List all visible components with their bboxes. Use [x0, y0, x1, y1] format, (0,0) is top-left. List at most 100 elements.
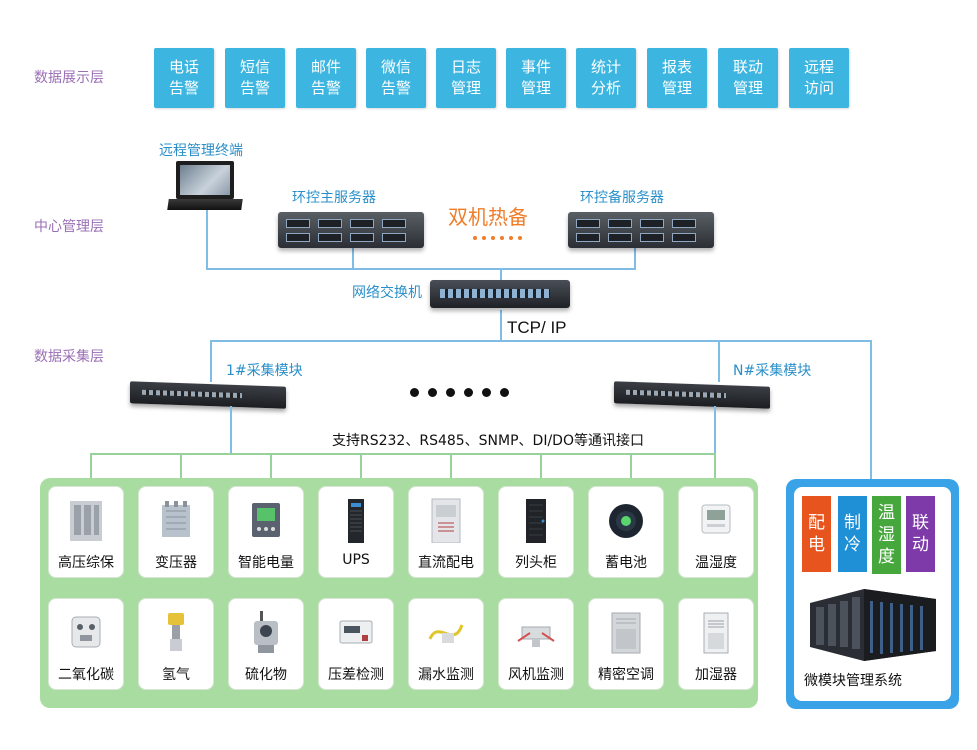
- display-item-7: 报表管理: [647, 48, 707, 108]
- backup-server-icon: [568, 212, 714, 248]
- display-item-line1: 微信: [380, 58, 411, 76]
- display-item-line1: 电话: [168, 58, 199, 76]
- device-tile-2-5: 风机监测: [498, 598, 574, 690]
- display-item-line2: 告警: [310, 79, 341, 97]
- micro-module-box-0: 配电: [802, 496, 831, 572]
- display-item-line2: 分析: [590, 79, 621, 97]
- display-item-line1: 日志: [450, 58, 481, 76]
- display-item-line1: 报表: [661, 58, 692, 76]
- device-label: 直流配电: [418, 555, 474, 571]
- device-tile-1-4: 直流配电: [408, 486, 484, 578]
- device-tile-2-2: 硫化物: [228, 598, 304, 690]
- main-server-link: [352, 248, 354, 270]
- display-item-8: 联动管理: [718, 48, 778, 108]
- pressure-diff-icon: [336, 609, 376, 655]
- sulfide-sensor-icon: [246, 609, 286, 655]
- battery-icon: [606, 497, 646, 543]
- device-tile-2-4: 漏水监测: [408, 598, 484, 690]
- display-item-line2: 管理: [520, 79, 551, 97]
- power-meter-icon: [246, 497, 286, 543]
- micro-module-box-char: 电: [808, 535, 825, 555]
- interface-support-text: 支持RS232、RS485、SNMP、DI/DO等通讯接口: [332, 433, 644, 449]
- micro-module-box-char: 度: [878, 547, 895, 567]
- laptop-screen: [176, 161, 234, 199]
- device-tile-2-3: 压差检测: [318, 598, 394, 690]
- terminal-caption: 远程管理终端: [159, 143, 243, 159]
- display-item-line1: 事件: [520, 58, 551, 76]
- micro-module-box-char: 冷: [844, 535, 861, 555]
- dc-distribution-icon: [426, 497, 466, 544]
- device-label: 列头柜: [515, 555, 557, 571]
- network-switch-icon: [430, 280, 570, 308]
- device-tile-2-6: 精密空调: [588, 598, 664, 690]
- micro-module-uplink: [870, 340, 872, 482]
- device-label: 变压器: [155, 555, 197, 571]
- micro-module-box-1: 制冷: [838, 496, 867, 572]
- precision-ac-icon: [606, 609, 646, 655]
- micro-module-rack-icon: [804, 585, 940, 663]
- moduleN-caption: N#采集模块: [733, 363, 812, 379]
- device-label: 蓄电池: [605, 555, 647, 571]
- layer-label-center: 中心管理层: [34, 219, 104, 235]
- display-item-line1: 邮件: [310, 58, 341, 76]
- water-leak-icon: [426, 609, 466, 655]
- main-server-caption: 环控主服务器: [292, 190, 376, 206]
- display-item-6: 统计分析: [576, 48, 636, 108]
- display-item-line2: 告警: [168, 79, 199, 97]
- device-label: 氢气: [162, 667, 190, 683]
- micro-module-box-3: 联动: [906, 496, 935, 572]
- co2-sensor-icon: [66, 609, 106, 655]
- display-item-line1: 远程: [803, 58, 834, 76]
- display-item-line2: 管理: [661, 79, 692, 97]
- device-tile-2-0: 二氧化碳: [48, 598, 124, 690]
- micro-module-box-char: 联: [912, 513, 929, 533]
- display-item-line1: 联动: [732, 58, 763, 76]
- display-item-line2: 管理: [450, 79, 481, 97]
- module1-uplink: [210, 340, 212, 382]
- ups-icon: [336, 497, 376, 543]
- tcpip-bus-line: [210, 340, 872, 342]
- moduleN-device-icon: [614, 381, 770, 409]
- hydrogen-sensor-icon: [156, 609, 196, 655]
- switch-caption: 网络交换机: [352, 285, 422, 301]
- switch-downlink: [500, 310, 502, 340]
- micro-module-box-char: 温: [878, 503, 895, 523]
- device-tile-2-1: 氢气: [138, 598, 214, 690]
- display-item-1: 短信告警: [225, 48, 285, 108]
- module1-device-icon: [130, 381, 286, 409]
- device-label: 高压综保: [58, 555, 114, 571]
- layer-label-collect: 数据采集层: [34, 349, 104, 365]
- moduleN-uplink: [718, 340, 720, 382]
- transformer-icon: [156, 497, 196, 543]
- device-label: 加湿器: [695, 667, 737, 683]
- device-label: 二氧化碳: [58, 667, 114, 683]
- device-tile-1-1: 变压器: [138, 486, 214, 578]
- hot-standby-label: 双机热备: [448, 205, 528, 229]
- display-item-line2: 告警: [380, 79, 411, 97]
- display-item-0: 电话告警: [154, 48, 214, 108]
- server-bus-line: [206, 268, 636, 270]
- device-tile-1-3: UPS: [318, 486, 394, 578]
- device-label: 硫化物: [245, 667, 287, 683]
- device-tile-1-6: 蓄电池: [588, 486, 664, 578]
- device-label: 风机监测: [508, 667, 564, 683]
- display-item-3: 微信告警: [366, 48, 426, 108]
- micro-module-box-char: 配: [808, 513, 825, 533]
- micro-module-caption: 微模块管理系统: [804, 673, 902, 689]
- device-label: 智能电量: [238, 555, 294, 571]
- display-item-5: 事件管理: [506, 48, 566, 108]
- device-tile-1-0: 高压综保: [48, 486, 124, 578]
- display-item-line2: 管理: [732, 79, 763, 97]
- terminal-link-line: [206, 210, 208, 270]
- column-cabinet-icon: [516, 497, 556, 543]
- humidifier-icon: [696, 609, 736, 655]
- device-label: UPS: [342, 552, 370, 568]
- device-tile-2-7: 加湿器: [678, 598, 754, 690]
- display-item-2: 邮件告警: [296, 48, 356, 108]
- laptop-keyboard: [167, 199, 243, 210]
- temp-humidity-icon: [696, 497, 736, 543]
- switchgear-icon: [66, 497, 106, 543]
- micro-module-box-char: 动: [912, 535, 929, 555]
- moduleN-downlink: [714, 406, 716, 454]
- display-item-4: 日志管理: [436, 48, 496, 108]
